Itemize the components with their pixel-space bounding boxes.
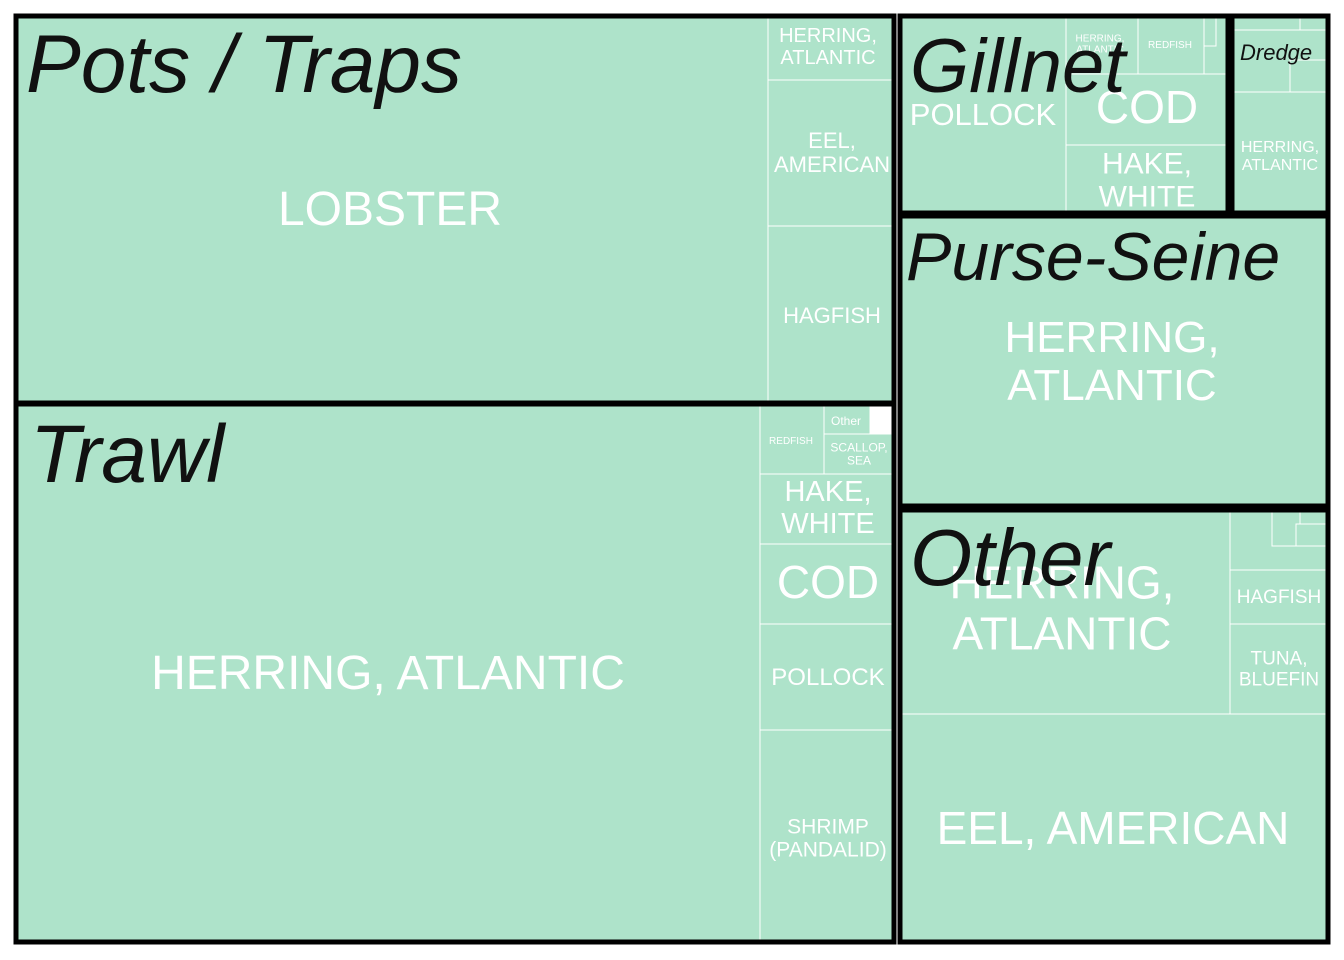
leaf-dredge-herring-atlantic bbox=[1231, 91, 1329, 214]
leaf-label-other-herring-atlantic: HERRING,ATLANTIC bbox=[950, 557, 1175, 660]
leaf-other-eel-american bbox=[899, 713, 1329, 943]
leaf-label-gillnet-cod: COD bbox=[1096, 81, 1198, 133]
leaf-label-trawl-hake-white: HAKE,WHITE bbox=[781, 476, 874, 540]
leaf-label-dredge-herring-atlantic: HERRING,ATLANTIC bbox=[1241, 139, 1319, 174]
leaf-trawl-redfish bbox=[759, 403, 825, 475]
leaf-trawl-shrimp-pandalid bbox=[759, 729, 895, 943]
leaf-label-trawl-pollock: POLLOCK bbox=[771, 664, 884, 691]
leaf-gillnet-herring-atlantic bbox=[1065, 15, 1139, 75]
group-label-pots-traps: Pots / Traps bbox=[26, 19, 462, 110]
leaf-label-purse-seine-herring-atlantic: HERRING,ATLANTIC bbox=[1004, 312, 1219, 409]
small-cell bbox=[1295, 523, 1329, 547]
leaf-label-gillnet-herring-atlantic: HERRING,ATLANTIC bbox=[1076, 33, 1125, 55]
group-border-gillnet bbox=[897, 13, 1231, 216]
leaf-label-pots-traps-lobster: LOBSTER bbox=[278, 183, 502, 236]
leaf-label-pots-traps-herring-atlantic: HERRING,ATLANTIC bbox=[779, 25, 877, 69]
leaf-label-other-eel-american: EEL, AMERICAN bbox=[937, 802, 1290, 854]
leaf-other-tuna-bluefin bbox=[1229, 623, 1329, 715]
leaf-other-herring-atlantic bbox=[899, 509, 1231, 715]
leaf-gillnet-cod bbox=[1065, 73, 1229, 146]
leaf-label-gillnet-pollock: POLLOCK bbox=[910, 97, 1057, 132]
leaf-label-trawl-redfish: REDFISH bbox=[769, 436, 813, 447]
group-border-other bbox=[897, 507, 1331, 945]
leaf-trawl-cod bbox=[759, 543, 895, 625]
leaf-pots-traps-eel-american bbox=[767, 79, 895, 227]
leaf-label-other-tuna-bluefin: TUNA,BLUEFIN bbox=[1239, 649, 1319, 691]
leaf-label-gillnet-hake-white: HAKE,WHITE bbox=[1099, 147, 1196, 213]
leaf-label-trawl-scallop-sea: SCALLOP,SEA bbox=[830, 441, 887, 468]
leaf-other-hagfish bbox=[1229, 569, 1329, 625]
leaf-label-trawl-other: Other bbox=[831, 414, 861, 428]
leaf-label-trawl-herring-atlantic: HERRING, ATLANTIC bbox=[151, 647, 625, 700]
group-label-purse-seine: Purse-Seine bbox=[906, 219, 1280, 295]
leaf-trawl-hake-white bbox=[759, 473, 895, 545]
leaf-label-trawl-shrimp-pandalid: SHRIMP(PANDALID) bbox=[769, 815, 886, 861]
leaf-pots-traps-lobster bbox=[15, 15, 769, 404]
leaf-label-other-hagfish: HAGFISH bbox=[1237, 587, 1321, 608]
group-border-trawl bbox=[13, 401, 897, 945]
group-label-trawl: Trawl bbox=[30, 409, 227, 500]
group-label-dredge: Dredge bbox=[1240, 40, 1312, 65]
leaf-label-pots-traps-eel-american: EEL,AMERICAN bbox=[774, 128, 890, 177]
group-border-purse-seine bbox=[897, 213, 1331, 509]
group-label-other: Other bbox=[910, 513, 1113, 602]
leaf-label-gillnet-redfish: REDFISH bbox=[1148, 40, 1192, 51]
group-label-gillnet: Gillnet bbox=[910, 24, 1128, 109]
leaf-trawl-scallop-sea bbox=[823, 433, 895, 475]
leaf-trawl-herring-atlantic bbox=[15, 403, 761, 943]
leaf-pots-traps-herring-atlantic bbox=[767, 15, 895, 81]
leaf-label-trawl-cod: COD bbox=[777, 556, 879, 608]
leaf-purse-seine-herring-atlantic bbox=[899, 215, 1329, 507]
group-border-dredge bbox=[1229, 13, 1331, 216]
leaf-label-pots-traps-hagfish: HAGFISH bbox=[783, 303, 881, 328]
leaf-gillnet-hake-white bbox=[1065, 144, 1229, 214]
leaf-gillnet-redfish bbox=[1137, 15, 1205, 75]
small-cell bbox=[1203, 15, 1217, 47]
leaf-trawl-other bbox=[823, 403, 871, 435]
leaf-pots-traps-hagfish bbox=[767, 225, 895, 404]
